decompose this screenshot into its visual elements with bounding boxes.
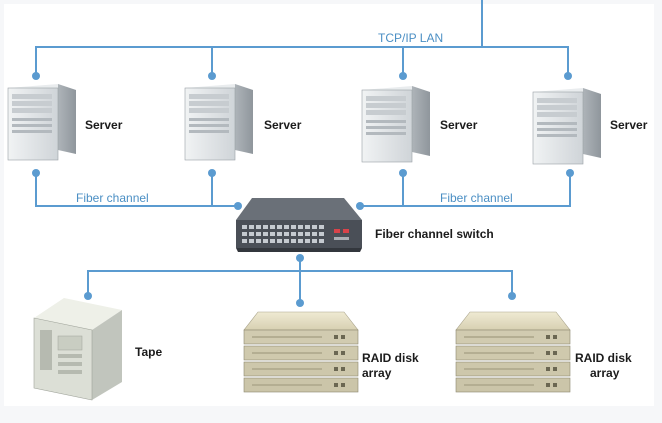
- server-tower: [532, 88, 601, 165]
- dot-fc-server-4: [566, 169, 574, 177]
- dot-tape: [84, 292, 92, 300]
- raid-disk-array: [455, 311, 571, 393]
- connector-dots: [32, 72, 574, 307]
- raid-2-label-line2: array: [590, 366, 620, 380]
- dot-raid-1: [296, 299, 304, 307]
- storage-bus: [87, 270, 513, 296]
- fc-left-link: [35, 173, 236, 207]
- dot-lan-server-3: [399, 72, 407, 80]
- raid-1-label-line1: RAID disk: [362, 351, 419, 365]
- dot-lan-server-1: [32, 72, 40, 80]
- server-tower: [361, 86, 430, 163]
- raid-1-label-line2: array: [362, 366, 392, 380]
- dot-fc-server-3: [399, 169, 407, 177]
- server-label: Server: [440, 118, 478, 132]
- server-label: Server: [264, 118, 302, 132]
- switch-label: Fiber channel switch: [375, 227, 494, 241]
- fc-right-link: [360, 173, 571, 207]
- dot-fc-server-2: [208, 169, 216, 177]
- raid-2-label-line1: RAID disk: [575, 351, 632, 365]
- dot-fc-server-1: [32, 169, 40, 177]
- tape-label: Tape: [135, 345, 163, 359]
- dot-switch-bottom: [296, 254, 304, 262]
- network-links: [35, 0, 571, 303]
- dot-raid-2: [508, 292, 516, 300]
- server-tower: [7, 84, 76, 161]
- fiber-channel-switch: [236, 198, 362, 252]
- dot-switch-left: [234, 202, 242, 210]
- dot-switch-right: [356, 202, 364, 210]
- lan-label: TCP/IP LAN: [378, 31, 444, 45]
- lan-bus: [35, 46, 569, 76]
- fiber-channel-right-label: Fiber channel: [440, 191, 513, 205]
- raid-disk-array: [243, 311, 359, 393]
- dot-lan-server-4: [564, 72, 572, 80]
- dot-lan-server-2: [208, 72, 216, 80]
- server-label: Server: [610, 118, 648, 132]
- server-label: Server: [85, 118, 123, 132]
- fiber-channel-left-label: Fiber channel: [76, 191, 149, 205]
- server-tower: [184, 84, 253, 161]
- tape-drive: [33, 298, 122, 401]
